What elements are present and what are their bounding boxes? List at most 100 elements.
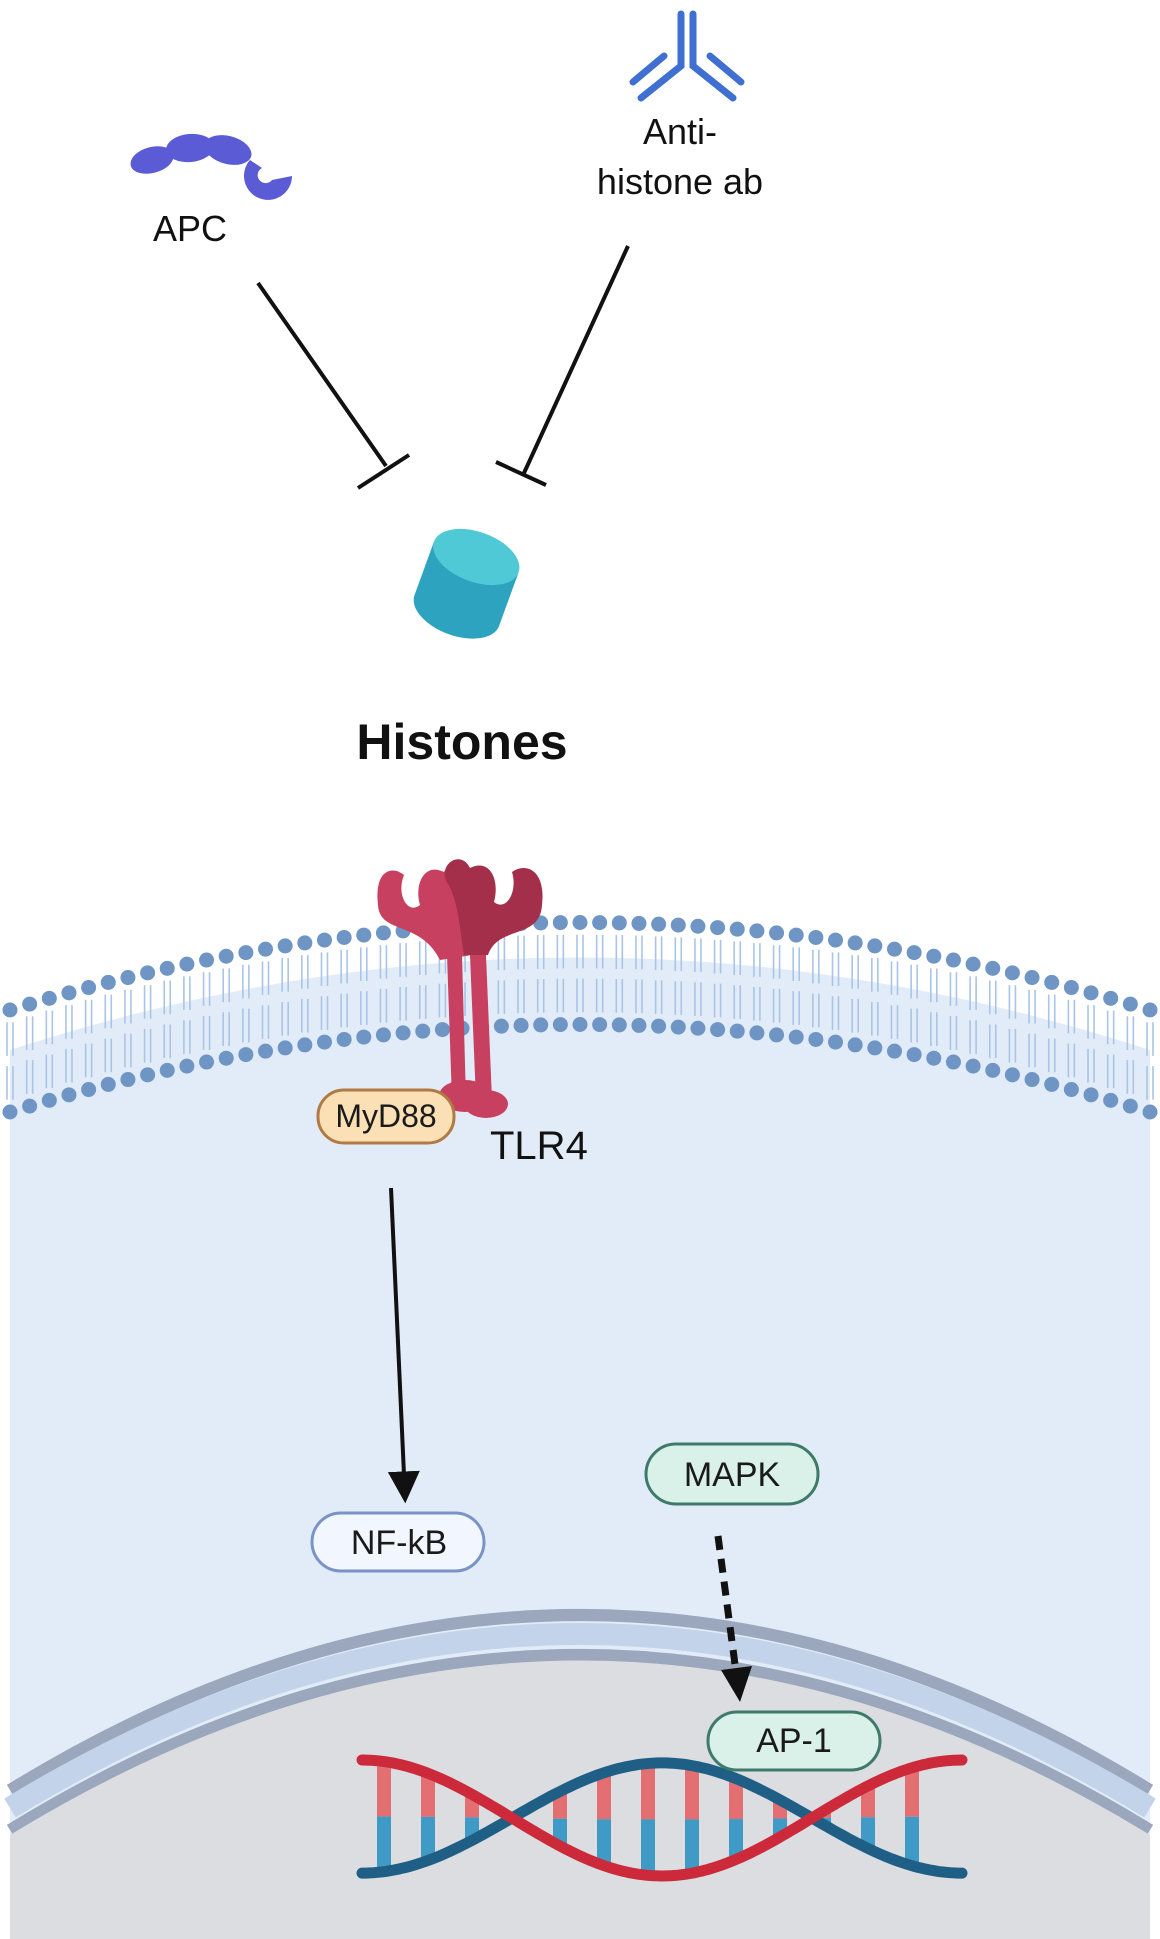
lipid-head (710, 920, 726, 936)
lipid-tail (202, 972, 211, 1050)
lipid-head (356, 1029, 372, 1045)
lipid-head (552, 915, 568, 931)
lipid-tail (674, 937, 683, 1015)
lipid-tail (615, 935, 624, 1013)
lipid-head (651, 1018, 667, 1034)
lipid-head (631, 1017, 647, 1033)
lipid-head (1083, 1087, 1099, 1103)
lipid-head (729, 921, 745, 937)
lipid-head (1044, 1076, 1060, 1092)
histones-label: Histones (356, 714, 567, 770)
lipid-tail (340, 949, 348, 1028)
lipid-tail (183, 976, 191, 1054)
mapk-label: MAPK (684, 1456, 781, 1494)
lipid-head (592, 1017, 608, 1033)
lipid-head (1024, 970, 1040, 986)
lipid-head (945, 952, 961, 968)
lipid-head (1142, 1104, 1158, 1120)
lipid-head (140, 1067, 156, 1083)
tlr4-label: TLR4 (490, 1124, 588, 1168)
lipid-tail (910, 964, 918, 1043)
lipid-head (611, 1017, 627, 1033)
lipid-tail (1146, 1022, 1154, 1100)
lipid-tail (694, 938, 702, 1017)
lipid-head (336, 1031, 352, 1047)
base-pair (729, 1819, 743, 1860)
lipid-tail (84, 999, 93, 1078)
lipid-head (41, 990, 57, 1006)
lipid-head (199, 1054, 215, 1070)
lipid-tail (104, 994, 113, 1073)
anti-histone-label-line1: Anti- (643, 111, 717, 152)
lipid-head (120, 1072, 136, 1088)
lipid-head (552, 1017, 568, 1033)
lipid-head (926, 1050, 942, 1066)
lipid-head (749, 1025, 765, 1041)
lipid-tail (281, 958, 289, 1036)
lipid-tail (1126, 1016, 1135, 1094)
lipid-head (356, 927, 372, 943)
lipid-tail (124, 989, 132, 1068)
lipid-head (22, 996, 38, 1012)
lipid-tail (1106, 1010, 1115, 1089)
lipid-head (336, 929, 352, 945)
lipid-tail (301, 955, 309, 1033)
lipid-head (945, 1054, 961, 1070)
lipid-tail (1028, 989, 1036, 1068)
lipid-tail (576, 934, 584, 1013)
lipid-tail (45, 1010, 54, 1089)
lipid-tail (517, 935, 525, 1014)
lipid-tail (1047, 994, 1056, 1073)
lipid-head (1063, 980, 1079, 996)
lipid-tail (713, 939, 722, 1018)
dna-strand-red (356, 1754, 968, 1882)
lipid-head (2, 1104, 18, 1120)
lipid-head (611, 915, 627, 931)
histone-icon (413, 528, 520, 639)
lipid-head (61, 985, 77, 1001)
lipid-head (1024, 1072, 1040, 1088)
lipid-tail (1008, 985, 1017, 1063)
lipid-tail (595, 934, 604, 1013)
lipid-head (749, 923, 765, 939)
lipid-head (1103, 1092, 1119, 1108)
lipid-head (2, 1002, 18, 1018)
lipid-head (985, 960, 1001, 976)
lipid-head (847, 1037, 863, 1053)
lipid-head (61, 1087, 77, 1103)
lipid-tail (851, 955, 859, 1033)
lipid-head (906, 1047, 922, 1063)
lipid-head (218, 1050, 234, 1066)
lipid-head (159, 960, 175, 976)
myd88-to-nfkb-arrow (387, 1187, 420, 1504)
lipid-tail (733, 941, 742, 1019)
nfkb-pill: NF-kB (310, 1511, 486, 1573)
lipid-head (375, 925, 391, 941)
lipid-tail (418, 941, 427, 1019)
apc-enzyme-icon (130, 133, 292, 200)
base-pair (421, 1816, 435, 1861)
lipid-tail (399, 943, 407, 1021)
lipid-tail (143, 985, 152, 1063)
lipid-tail (163, 980, 172, 1059)
lipid-head (179, 1058, 195, 1074)
lipid-head (100, 974, 116, 990)
lipid-head (1083, 985, 1099, 1001)
lipid-head (258, 941, 274, 957)
lipid-head (120, 970, 136, 986)
lipid-head (592, 915, 608, 931)
lipid-head (297, 935, 313, 951)
nfkb-label: NF-kB (351, 1524, 447, 1562)
myd88-label: MyD88 (335, 1098, 436, 1134)
base-pair (597, 1819, 611, 1866)
lipid-head (513, 1017, 529, 1033)
base-pair (905, 1816, 919, 1866)
lipid-head (670, 1019, 686, 1035)
tlr4-receptor-icon (377, 859, 543, 1118)
lipid-head (375, 1027, 391, 1043)
lipid-head (238, 945, 254, 961)
lipid-tail (536, 935, 545, 1013)
lipid-tail (1087, 1005, 1095, 1083)
lipid-head (631, 915, 647, 931)
lipid-head (572, 915, 588, 930)
